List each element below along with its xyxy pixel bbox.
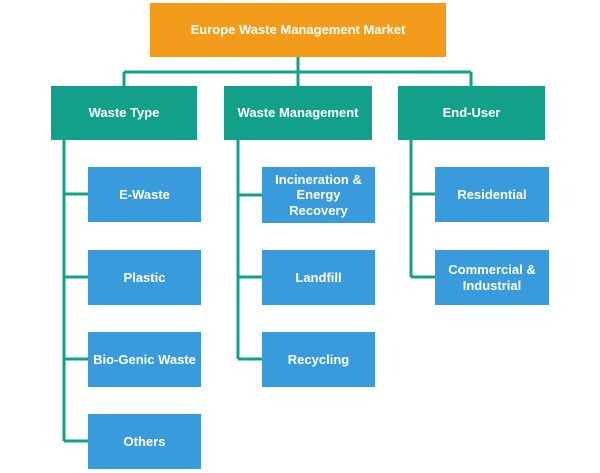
category-end-user: End-User bbox=[398, 86, 545, 140]
leaf-label: Landfill bbox=[295, 269, 342, 285]
leaf-recycling: Recycling bbox=[262, 332, 375, 387]
root-node: Europe Waste Management Market bbox=[150, 3, 446, 57]
leaf-commercial-industrial: Commercial & Industrial bbox=[435, 250, 549, 305]
category-waste-management: Waste Management bbox=[224, 86, 372, 140]
leaf-incineration-energy-recovery: Incineration & Energy Recovery bbox=[262, 167, 375, 223]
leaf-plastic: Plastic bbox=[88, 250, 201, 305]
leaf-label: Residential bbox=[457, 186, 527, 202]
leaf-label: Incineration & Energy Recovery bbox=[275, 171, 362, 218]
leaf-e-waste: E-Waste bbox=[88, 167, 201, 222]
leaf-label: E-Waste bbox=[119, 186, 170, 202]
category-label: Waste Type bbox=[88, 105, 160, 121]
root-label: Europe Waste Management Market bbox=[190, 22, 406, 38]
category-waste-type: Waste Type bbox=[51, 86, 197, 140]
leaf-label: Bio-Genic Waste bbox=[93, 351, 196, 367]
leaf-label: Others bbox=[123, 433, 166, 449]
leaf-label: Plastic bbox=[123, 269, 166, 285]
leaf-residential: Residential bbox=[435, 167, 549, 222]
leaf-others: Others bbox=[88, 414, 201, 469]
category-label: End-User bbox=[442, 105, 501, 121]
leaf-label: Commercial & Industrial bbox=[448, 261, 536, 293]
category-label: Waste Management bbox=[237, 105, 359, 121]
leaf-label: Recycling bbox=[287, 351, 350, 367]
leaf-bio-genic-waste: Bio-Genic Waste bbox=[88, 332, 201, 387]
leaf-landfill: Landfill bbox=[262, 250, 375, 305]
